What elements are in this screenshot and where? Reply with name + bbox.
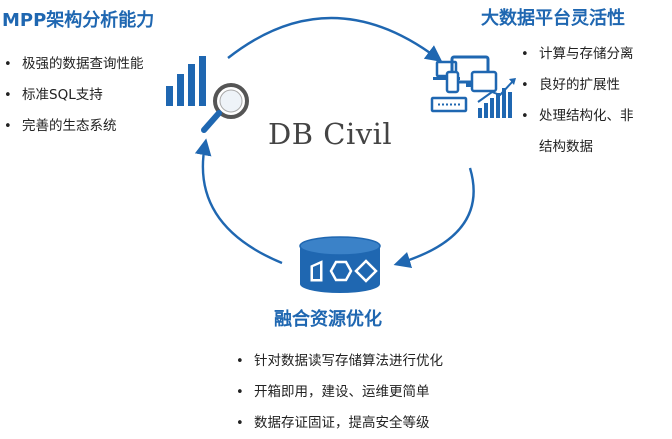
cycle-arrow-right (393, 167, 475, 269)
mpp-bullet: 标准SQL支持 (2, 80, 144, 111)
resource-heading: 融合资源优化 (274, 309, 382, 330)
cycle-arrow-left (194, 138, 283, 265)
center-title: DB Civil (268, 117, 393, 151)
mpp-heading: MPP架构分析能力 (2, 10, 155, 31)
devices-growth-chart-icon (430, 55, 516, 118)
bigdata-bullet: 良好的扩展性 (519, 70, 634, 101)
resource-bullet: 针对数据读写存储算法进行优化 (234, 346, 443, 377)
bigdata-bullet: 处理结构化、非 (519, 101, 634, 132)
database-shapes-icon (299, 236, 381, 293)
resource-bullet: 数据存证固证，提高安全等级 (234, 408, 443, 439)
resource-bullet: 开箱即用，建设、运维更简单 (234, 377, 443, 408)
mpp-bullet: 极强的数据查询性能 (2, 49, 144, 80)
bigdata-bullet-list: 计算与存储分离 良好的扩展性 处理结构化、非 结构数据 (519, 39, 634, 163)
bar-chart-magnifier-icon (166, 56, 249, 133)
bigdata-bullet: 计算与存储分离 (519, 39, 634, 70)
bigdata-bullet-continued: 结构数据 (539, 139, 593, 155)
bigdata-heading: 大数据平台灵活性 (481, 8, 625, 29)
mpp-bullet-list: 极强的数据查询性能 标准SQL支持 完善的生态系统 (2, 49, 144, 142)
mpp-bullet: 完善的生态系统 (2, 111, 144, 142)
cycle-arrow-top (227, 16, 443, 63)
resource-bullet-list: 针对数据读写存储算法进行优化 开箱即用，建设、运维更简单 数据存证固证，提高安全… (234, 346, 443, 439)
